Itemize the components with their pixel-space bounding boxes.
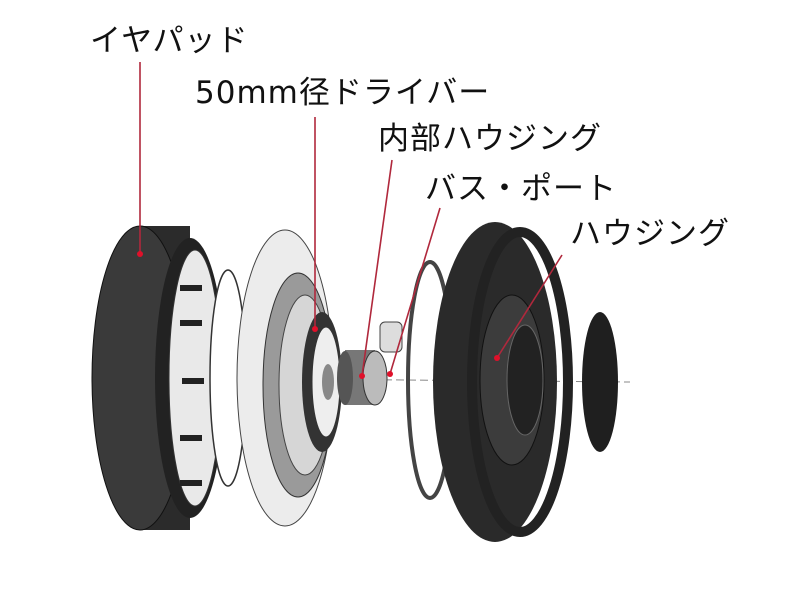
inner-housing-part [337, 350, 388, 406]
leader-dot-driver [312, 326, 318, 332]
label-bass-port: バス・ポート [425, 171, 617, 207]
housing-part [433, 222, 573, 542]
leader-line-housing [496, 254, 563, 359]
leader-dot-bass-port [387, 371, 393, 377]
earpad-part [91, 225, 228, 531]
leader-line-bass-port [389, 207, 441, 375]
driver-part [236, 229, 342, 527]
bass-port-part [379, 321, 403, 353]
leader-dot-earpad [137, 251, 143, 257]
leader-line-inner-housing [361, 159, 393, 377]
leader-dot-inner-housing [359, 373, 365, 379]
label-housing: ハウジング [570, 216, 730, 252]
label-earpad: イヤパッド [90, 23, 249, 59]
back-cover-part [582, 312, 618, 452]
label-driver: 50mm径ドライバー [195, 75, 491, 111]
leader-dot-housing [494, 355, 500, 361]
label-inner-housing: 内部ハウジング [378, 121, 602, 157]
